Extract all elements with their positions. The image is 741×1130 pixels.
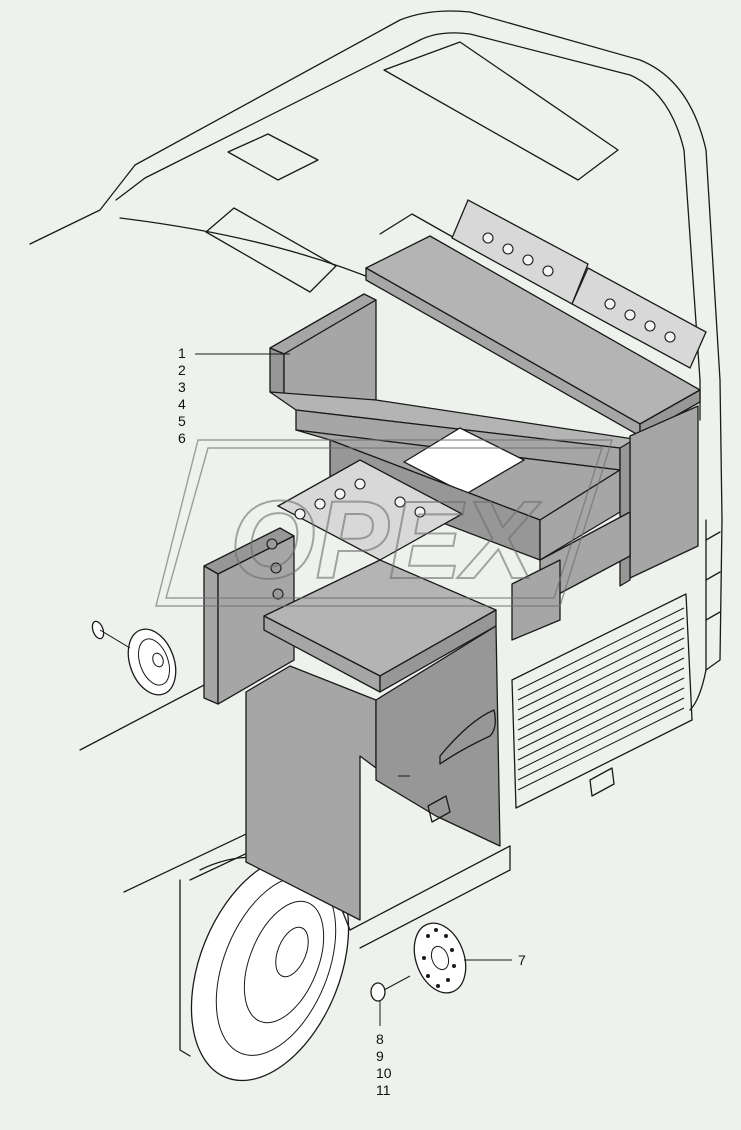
- callout-2: 2: [178, 362, 186, 378]
- callout-leaders: [195, 353, 512, 1026]
- watermark-logo: OPEX: [155, 439, 613, 607]
- perforated-strip-upper-2: [571, 267, 707, 369]
- callout-11: 11: [376, 1082, 391, 1098]
- callout-7: 7: [518, 952, 526, 968]
- callout-4: 4: [178, 396, 186, 412]
- watermark-text: OPEX: [230, 479, 541, 602]
- perforated-strip-upper-1: [451, 199, 589, 305]
- perforated-strip-lower: [276, 459, 464, 561]
- callout-1: 1: [178, 345, 186, 361]
- callout-3: 3: [178, 379, 186, 395]
- right-side-panels: [511, 405, 699, 641]
- callout-labels: 1 2 3 4 5 6 7 8 9 10 11: [178, 345, 526, 1098]
- engine-tunnel-cover: [245, 559, 501, 921]
- grommet-disc: [413, 922, 467, 994]
- front-wheel: [190, 854, 351, 1082]
- plug-cap-left: [91, 620, 177, 696]
- rivet-plug: [370, 975, 411, 1002]
- callout-9: 9: [376, 1048, 384, 1064]
- callout-8: 8: [376, 1031, 384, 1047]
- callout-10: 10: [376, 1065, 392, 1081]
- left-door-panel: [203, 527, 295, 705]
- callout-6: 6: [178, 430, 186, 446]
- callout-5: 5: [178, 413, 186, 429]
